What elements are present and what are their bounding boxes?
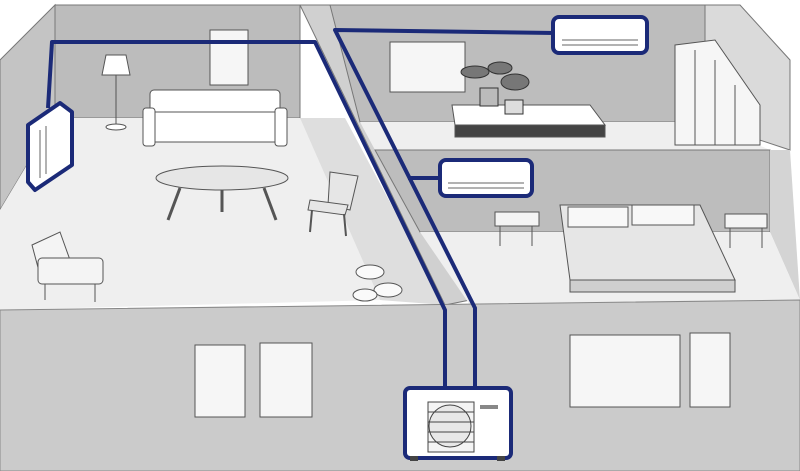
wardrobe-icon [674,39,761,146]
armchair-icon [31,231,104,302]
table-icon [451,104,606,138]
window-icon [259,342,313,418]
window-icon [689,332,731,408]
outdoor-unit-icon [403,386,513,461]
plant-icon [352,264,403,302]
window-icon [209,29,249,86]
nightstand-icon [494,211,768,248]
indoor-unit-icon [26,101,74,192]
bed-icon [559,204,736,293]
chair-icon [307,171,359,237]
bedroom-side-wall [770,150,800,300]
window-icon [389,41,466,93]
window-icon [194,344,246,418]
table-icon [155,165,289,221]
window-icon [569,334,681,408]
indoor-unit-icon [551,15,649,55]
floor-lamp-icon [101,54,131,131]
sofa-icon [142,89,288,147]
plant-icon [460,61,530,115]
divider-wall-side [300,118,445,305]
indoor-unit-icon [438,158,534,198]
refrigerant-pipes [46,28,556,392]
